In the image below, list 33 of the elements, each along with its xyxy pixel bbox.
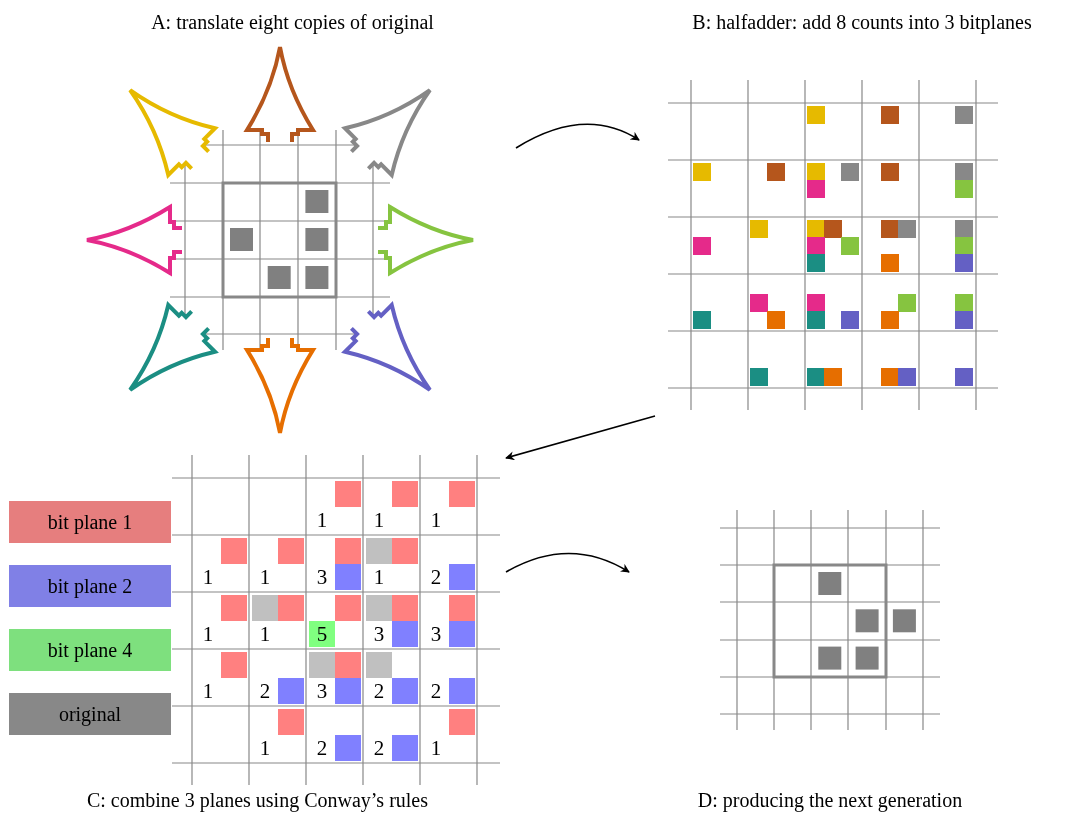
count-number: 3 [315, 565, 329, 589]
count-number: 1 [429, 736, 443, 760]
legend-label: bit plane 1 [47, 510, 133, 534]
legend-label: bit plane 4 [47, 638, 133, 662]
count-number: 1 [429, 508, 443, 532]
count-number: 3 [372, 622, 386, 646]
count-number: 1 [201, 622, 215, 646]
panel-heading: C: combine 3 planes using Conway’s rules [85, 789, 430, 812]
count-number: 1 [258, 622, 272, 646]
count-number: 5 [315, 622, 329, 646]
count-number: 2 [429, 679, 443, 703]
count-number: 1 [372, 565, 386, 589]
arrow [505, 552, 630, 573]
arrow [515, 123, 640, 149]
count-number: 2 [258, 679, 272, 703]
panel-heading: A: translate eight copies of original [150, 11, 435, 34]
count-number: 1 [258, 736, 272, 760]
count-number: 2 [429, 565, 443, 589]
count-number: 2 [315, 736, 329, 760]
count-number: 2 [372, 679, 386, 703]
legend-label: bit plane 2 [47, 574, 133, 598]
count-number: 3 [315, 679, 329, 703]
panel-heading: B: halfadder: add 8 counts into 3 bitplanes [691, 11, 1033, 34]
arrow [505, 415, 656, 461]
count-number: 3 [429, 622, 443, 646]
count-number: 1 [372, 508, 386, 532]
count-number: 1 [258, 565, 272, 589]
count-number: 1 [315, 508, 329, 532]
panel-heading: D: producing the next generation [696, 789, 964, 812]
count-number: 2 [372, 736, 386, 760]
count-number: 1 [201, 565, 215, 589]
legend-label: original [58, 702, 122, 726]
count-number: 1 [201, 679, 215, 703]
